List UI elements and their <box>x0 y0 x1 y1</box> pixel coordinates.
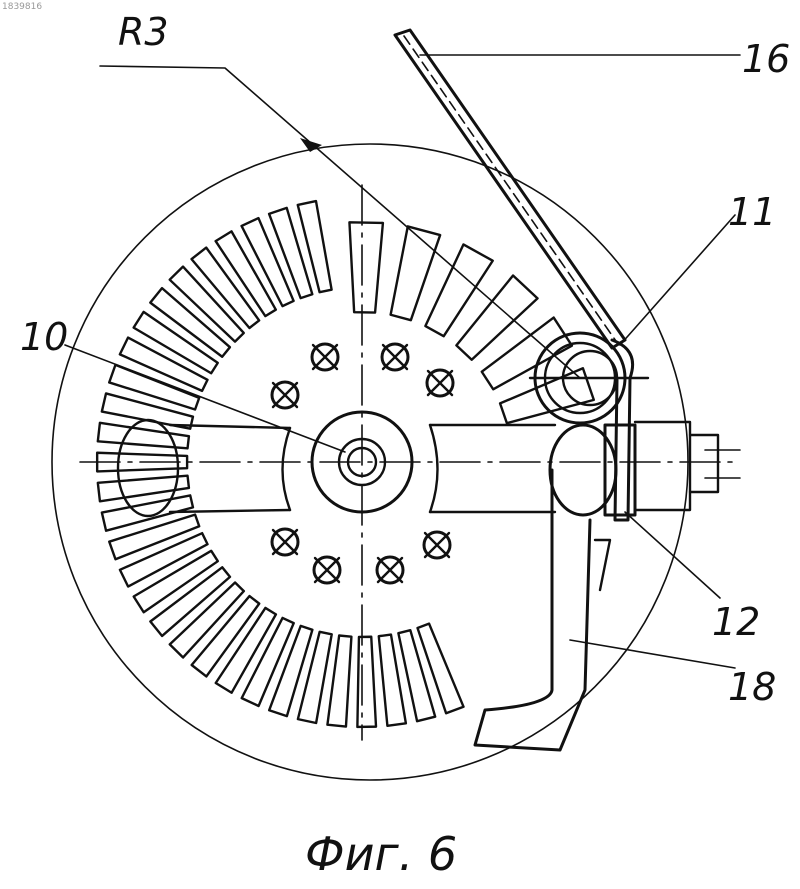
bolt-hole-cross <box>425 533 449 557</box>
corner-code: 1839816 <box>2 2 42 12</box>
clamp-12 <box>550 422 740 515</box>
disc-slot <box>109 365 199 410</box>
disc-slot <box>298 201 332 292</box>
disc-slot <box>418 624 464 714</box>
disc-slot <box>102 393 193 428</box>
disc-slot <box>269 208 312 298</box>
bolt-hole-cross <box>273 383 297 407</box>
label-11: 11 <box>728 190 776 234</box>
disc-slot <box>298 632 332 723</box>
disc-slot <box>109 515 199 560</box>
disc-slot <box>391 226 441 320</box>
label-10: 10 <box>20 315 68 359</box>
label-18: 18 <box>728 665 776 709</box>
disc-slot <box>456 275 537 359</box>
disc-slot <box>327 636 351 727</box>
disc-slot <box>425 244 492 336</box>
label-r3: R3 <box>118 10 169 54</box>
bolt-hole-cross <box>313 345 337 369</box>
bolt-hole-cross <box>315 558 339 582</box>
label-12: 12 <box>712 600 760 644</box>
label-16: 16 <box>742 37 790 81</box>
slotted-disc <box>97 201 594 727</box>
bolt-hole-cross <box>378 558 402 582</box>
bolt-hole-cross <box>428 371 452 395</box>
disc-slot <box>357 637 376 727</box>
disc-slot <box>269 626 312 716</box>
disc-slot <box>102 495 193 530</box>
figure-caption: Фиг. 6 <box>305 827 457 881</box>
bolt-hole-cross <box>383 345 407 369</box>
disc-slot <box>349 222 382 312</box>
bolt-hole-cross <box>273 530 297 554</box>
